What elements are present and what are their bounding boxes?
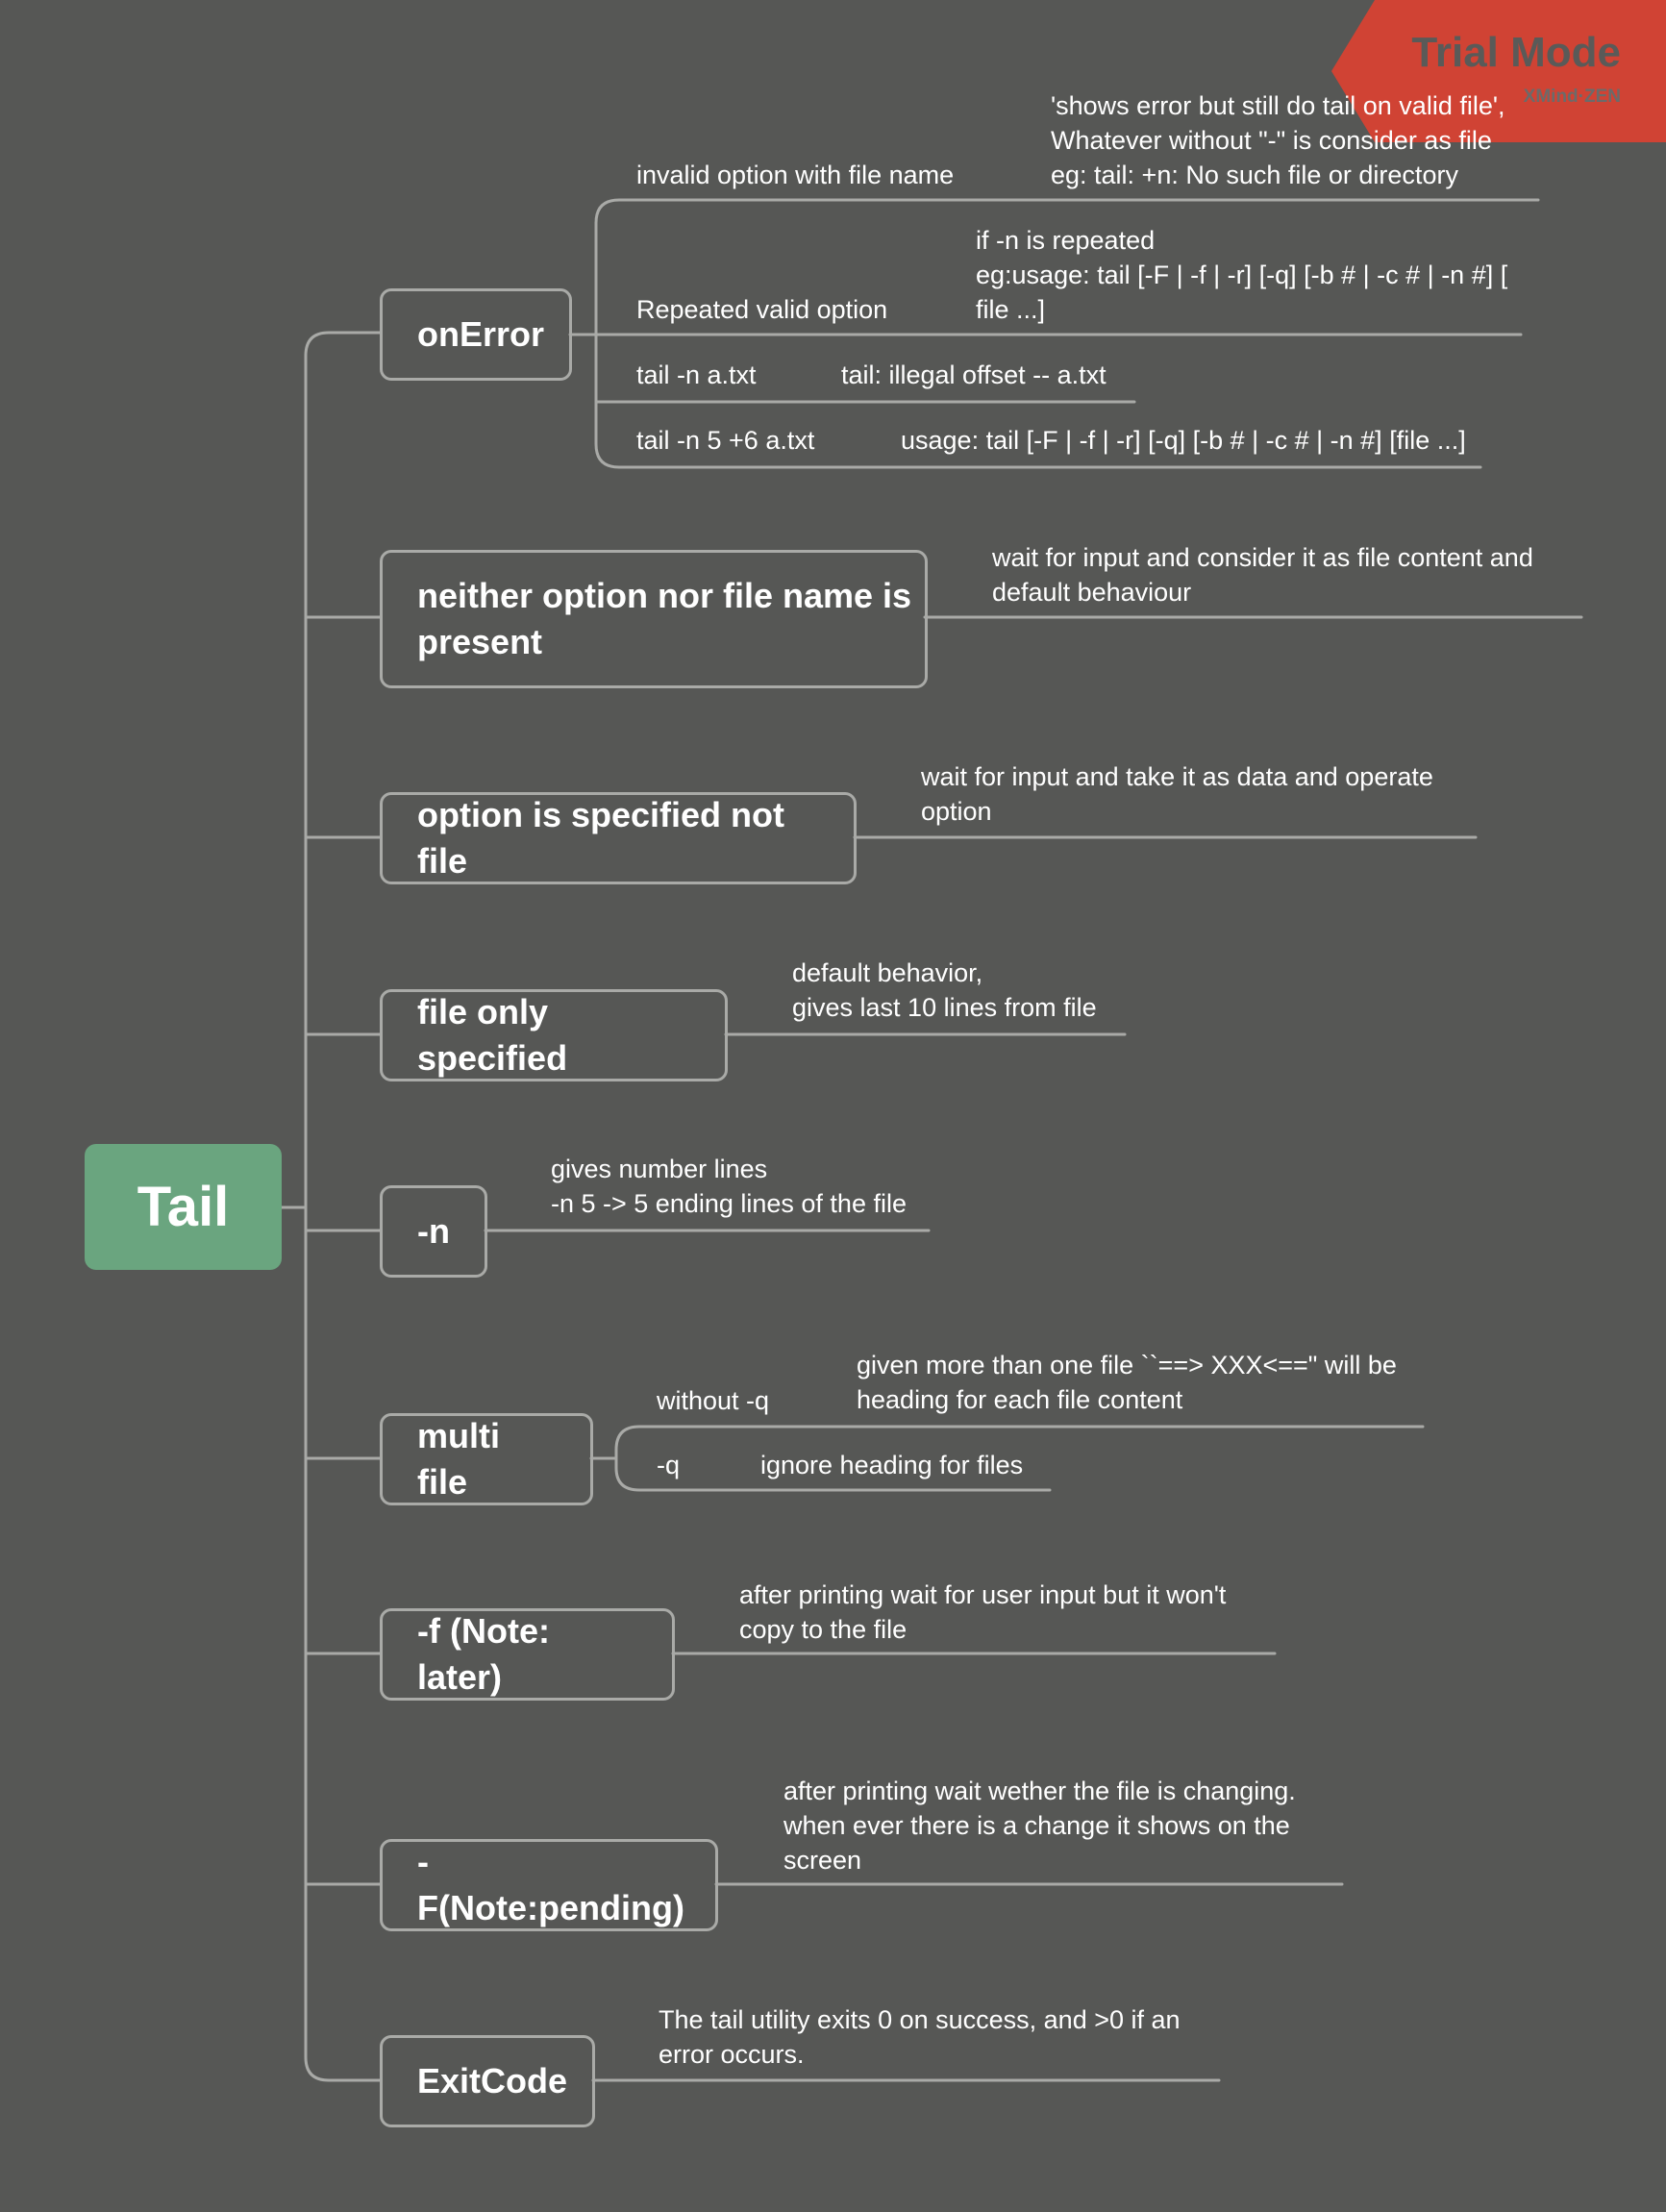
onerror-item-invalid-option[interactable]: invalid option with file name — [636, 161, 955, 189]
branch-multi-file[interactable]: multi file — [380, 1413, 593, 1505]
branch-exit-code[interactable]: ExitCode — [380, 2035, 595, 2127]
branch-n-option[interactable]: -n — [380, 1185, 487, 1278]
onerror-note-invalid-option: 'shows error but still do tail on valid … — [1051, 91, 1505, 189]
onerror-item-extra-args[interactable]: tail -n 5 +6 a.txt — [636, 426, 815, 455]
branch-F-option[interactable]: -F(Note:pending) — [380, 1839, 718, 1931]
root-topic[interactable]: Tail — [85, 1144, 282, 1270]
F-option-note: after printing wait wether the file is c… — [783, 1777, 1296, 1875]
f-option-note: after printing wait for user input but i… — [739, 1580, 1227, 1644]
root-label: Tail — [137, 1176, 230, 1238]
exit-code-note: The tail utility exits 0 on success, and… — [659, 2005, 1181, 2069]
branch-neither[interactable]: neither option nor file name is present — [380, 550, 928, 688]
branch-file-only-label: file only specified — [417, 992, 568, 1078]
branch-exit-code-label: ExitCode — [417, 2061, 568, 2100]
branch-option-not-file-label: option is specified not file — [417, 795, 785, 881]
file-only-note: default behavior, gives last 10 lines fr… — [792, 958, 1097, 1022]
branch-n-option-label: -n — [417, 1211, 450, 1251]
trial-mode-banner — [1331, 0, 1666, 142]
branch-multi-file-label: multi file — [417, 1416, 500, 1502]
onerror-note-illegal-offset: tail: illegal offset -- a.txt — [841, 360, 1107, 389]
xmind-brand: XMind·ZEN — [1523, 87, 1621, 107]
multi-note-q: ignore heading for files — [760, 1451, 1024, 1479]
branch-file-only[interactable]: file only specified — [380, 989, 728, 1081]
multi-item-without-q[interactable]: without -q — [657, 1386, 770, 1415]
branch-onerror-label: onError — [417, 314, 545, 354]
branch-onerror[interactable]: onError — [380, 288, 572, 381]
branch-neither-label: neither option nor file name is present — [417, 576, 912, 661]
branch-f-option[interactable]: -f (Note: later) — [380, 1608, 675, 1701]
onerror-note-repeated-option: if -n is repeated eg:usage: tail [-F | -… — [976, 226, 1508, 324]
multi-note-without-q: given more than one file ``==> XXX<==" w… — [857, 1351, 1397, 1414]
onerror-note-extra-args: usage: tail [-F | -f | -r] [-q] [-b # | … — [901, 426, 1466, 455]
neither-note: wait for input and consider it as file c… — [992, 543, 1533, 607]
branch-F-option-label: -F(Note:pending) — [417, 1842, 684, 1927]
branch-f-option-label: -f (Note: later) — [417, 1611, 550, 1697]
n-option-note: gives number lines -n 5 -> 5 ending line… — [551, 1155, 907, 1218]
trial-mode-title: Trial Mode — [1411, 29, 1621, 76]
branch-option-not-file[interactable]: option is specified not file — [380, 792, 857, 884]
onerror-item-repeated-option[interactable]: Repeated valid option — [636, 295, 888, 324]
multi-item-q[interactable]: -q — [657, 1451, 681, 1479]
onerror-item-illegal-offset[interactable]: tail -n a.txt — [636, 360, 757, 389]
option-not-file-note: wait for input and take it as data and o… — [921, 762, 1433, 826]
